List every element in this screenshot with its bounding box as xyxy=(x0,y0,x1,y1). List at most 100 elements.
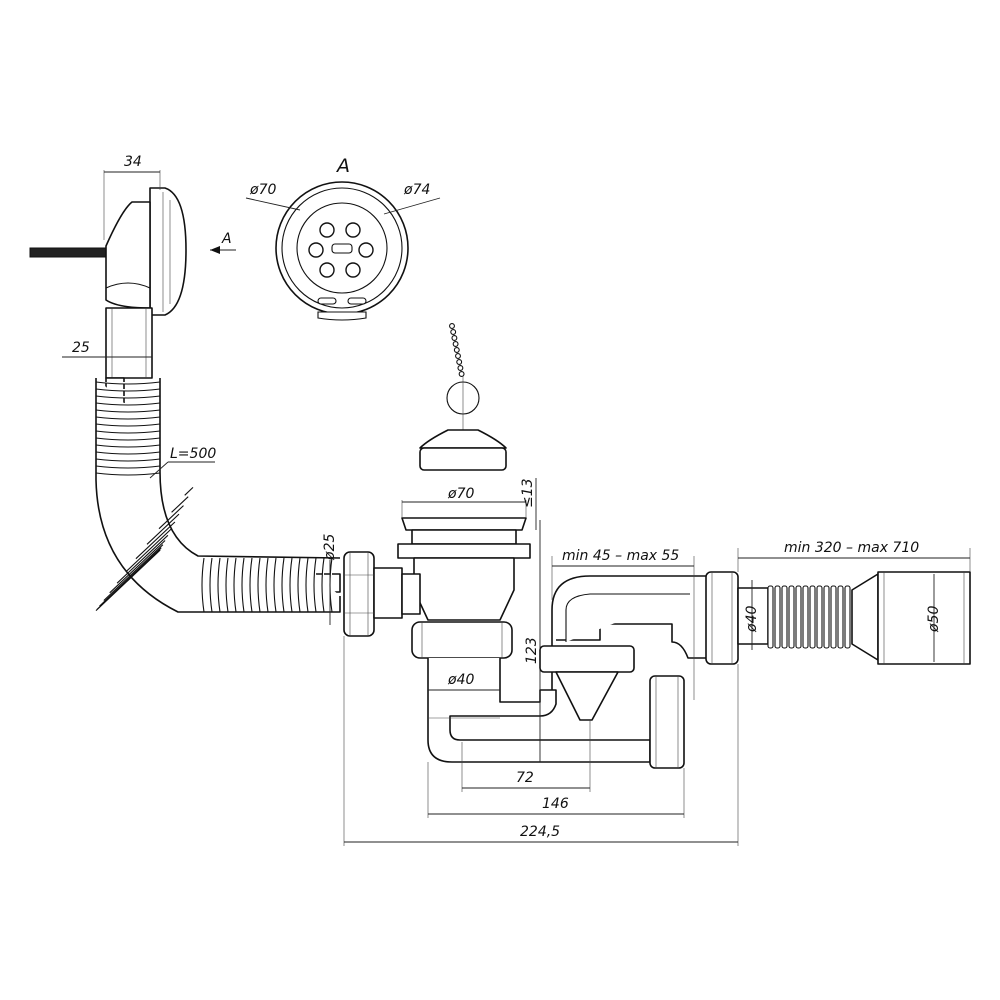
dimension-siphon-depth: min 45 – max 55 xyxy=(551,548,695,700)
grid-hole xyxy=(319,262,335,278)
chain-link xyxy=(456,359,463,365)
overflow-tube xyxy=(105,307,153,379)
hose-rib xyxy=(171,496,189,513)
overflow-flange xyxy=(149,187,187,316)
hose-rib xyxy=(265,557,269,613)
siphon-cone xyxy=(555,671,619,721)
chain-link xyxy=(457,365,464,371)
hose-rib xyxy=(209,557,213,613)
hose-nut xyxy=(343,551,403,637)
dim-34-label: 34 xyxy=(124,154,142,170)
hose-rib xyxy=(257,557,261,613)
extension-pipe xyxy=(737,571,971,665)
chain-link xyxy=(450,329,457,335)
section-arrow-label: A xyxy=(221,231,232,247)
extension-ribs xyxy=(767,585,851,649)
grid-hole xyxy=(345,262,361,278)
hose-rib xyxy=(95,395,161,399)
hose-length-label: L=500 xyxy=(170,446,216,462)
hose-rib xyxy=(95,472,161,476)
extension-rib xyxy=(844,585,851,649)
hose-rib xyxy=(95,444,161,448)
hose-rib xyxy=(95,430,161,434)
hose-rib xyxy=(281,557,285,613)
extension-rib xyxy=(816,585,823,649)
hose-rib xyxy=(297,557,301,613)
hose-rib xyxy=(135,521,176,560)
dimension-tube-width: 25 xyxy=(62,340,152,358)
hose-rib xyxy=(95,465,161,469)
extension-rib xyxy=(823,585,830,649)
hose-rib xyxy=(184,487,194,496)
control-rod xyxy=(29,247,107,258)
dimension-extension: min 320 – max 710 ø40 ø50 xyxy=(737,540,971,662)
hose-rib xyxy=(109,540,166,594)
dim-25-label: 25 xyxy=(72,340,90,356)
grid-hole xyxy=(358,242,374,258)
extension-rib xyxy=(767,585,774,649)
plug xyxy=(419,429,507,449)
chain-link xyxy=(449,323,455,329)
hose-rib xyxy=(273,557,277,613)
grid-hole xyxy=(345,222,361,238)
dim-146-label: 146 xyxy=(542,796,569,812)
grid-hole xyxy=(308,242,324,258)
drain-body xyxy=(413,557,515,621)
hose-rib xyxy=(225,557,229,613)
extension-rib xyxy=(774,585,781,649)
siphon-depth-label: min 45 – max 55 xyxy=(562,548,679,564)
hose-rib xyxy=(217,557,221,613)
drain-rim-height-label: ≤13 xyxy=(520,478,536,508)
extension-rib xyxy=(788,585,795,649)
extension-rib xyxy=(795,585,802,649)
hose-rib xyxy=(95,451,161,455)
extension-outlet-diameter-label: ø50 xyxy=(926,606,942,633)
dim-224-5-label: 224,5 xyxy=(520,824,560,840)
extension-outlet xyxy=(877,571,971,665)
siphon-nut-small xyxy=(539,645,635,673)
extension-length-label: min 320 – max 710 xyxy=(784,540,919,556)
siphon-outlet-nut xyxy=(649,675,685,769)
hose-rib xyxy=(321,557,325,613)
overflow-assembly xyxy=(29,187,187,379)
hose-rib xyxy=(95,549,161,611)
chain-link xyxy=(451,335,458,341)
hose-rib xyxy=(116,534,169,584)
extension-rib xyxy=(837,585,844,649)
dimension-drain: ø70 ≤13 ø40 123 xyxy=(401,478,541,762)
hose-rib xyxy=(201,557,205,613)
hose-rib xyxy=(146,513,180,545)
chain-link xyxy=(458,371,465,377)
hose-rib xyxy=(95,416,161,420)
hose-rib xyxy=(95,458,161,462)
hose-rib xyxy=(313,557,317,613)
siphon-assembly xyxy=(539,571,739,769)
hose-rib xyxy=(95,409,161,413)
drain-assembly xyxy=(397,517,651,763)
chain-link xyxy=(452,341,459,347)
bottom-dimensions: 72 146 224,5 xyxy=(343,636,739,846)
hose-rib xyxy=(103,544,164,601)
drain-top-diameter-label: ø70 xyxy=(447,486,474,502)
dim-72-label: 72 xyxy=(516,770,534,786)
section-view-a: A ø70 ø74 xyxy=(245,155,441,321)
extension-rib xyxy=(802,585,809,649)
grid-hole xyxy=(319,222,335,238)
hose-rib xyxy=(289,557,293,613)
siphon-side-nut xyxy=(705,571,739,665)
section-inner-diameter-label: ø70 xyxy=(249,182,276,198)
extension-rib xyxy=(781,585,788,649)
chain-link xyxy=(455,353,461,359)
extension-cone xyxy=(851,573,879,661)
hose-rib xyxy=(95,381,161,385)
extension-rib xyxy=(830,585,837,649)
plug-and-chain xyxy=(419,323,507,471)
overflow-housing xyxy=(105,201,151,309)
dimension-overflow-width: 34 xyxy=(103,154,161,240)
hose-diameter-label: ø25 xyxy=(322,534,338,561)
section-view-title: A xyxy=(335,155,350,177)
hose-rib xyxy=(95,402,161,406)
hose-rib xyxy=(241,557,245,613)
hose-rib xyxy=(95,423,161,427)
